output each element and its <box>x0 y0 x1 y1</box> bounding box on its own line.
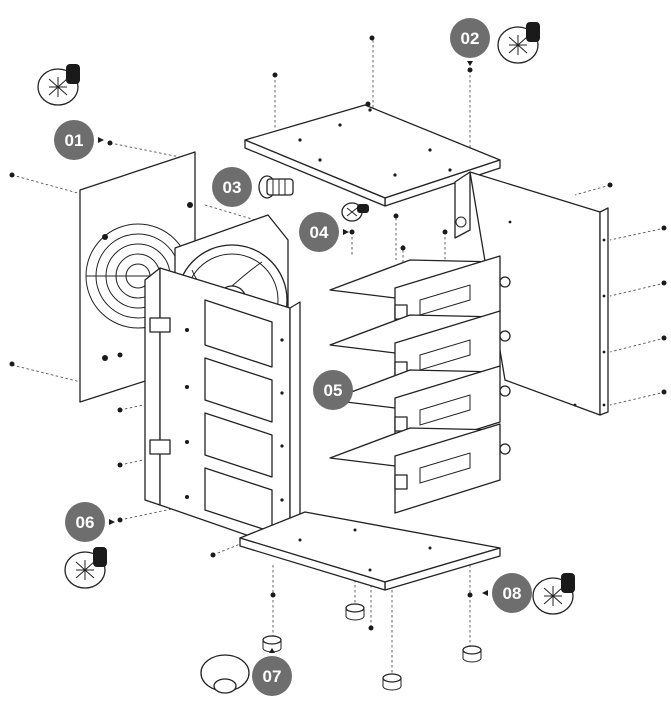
bottom-base-plate <box>239 511 501 591</box>
small-screws <box>9 35 667 631</box>
callout-06: 06 <box>65 502 115 542</box>
callout-02: 02 <box>450 18 490 66</box>
callout-05: 05 <box>313 370 353 410</box>
front-drive-cage <box>144 267 301 551</box>
callout-07: 07 <box>252 648 292 696</box>
callout-04-label: 04 <box>310 223 329 242</box>
pan-head-screw-icon-04 <box>341 202 369 222</box>
right-side-panel <box>454 171 609 416</box>
flat-head-screw-icon-02 <box>497 22 540 64</box>
callout-02-label: 02 <box>461 29 480 48</box>
flat-head-screw-icon-06 <box>64 547 107 589</box>
callout-03-label: 03 <box>223 178 242 197</box>
rubber-foot-detail-icon <box>200 654 250 694</box>
callout-04: 04 <box>299 212 349 252</box>
top-cover-plate <box>244 104 501 207</box>
flat-head-screw-icon-01 <box>37 64 80 106</box>
callout-05-label: 05 <box>324 381 343 400</box>
callout-06-label: 06 <box>76 513 95 532</box>
rubber-feet <box>262 603 482 691</box>
thumb-screw-icon-03 <box>258 175 294 199</box>
backplane-board-4 <box>329 423 511 514</box>
callout-07-label: 07 <box>263 667 282 686</box>
callout-08-label: 08 <box>503 584 522 603</box>
flat-head-screw-icon-08 <box>532 573 575 615</box>
callout-01-label: 01 <box>65 131 84 150</box>
callout-08: 08 <box>482 573 532 613</box>
callout-03: 03 <box>212 167 252 207</box>
callout-01: 01 <box>54 120 104 160</box>
